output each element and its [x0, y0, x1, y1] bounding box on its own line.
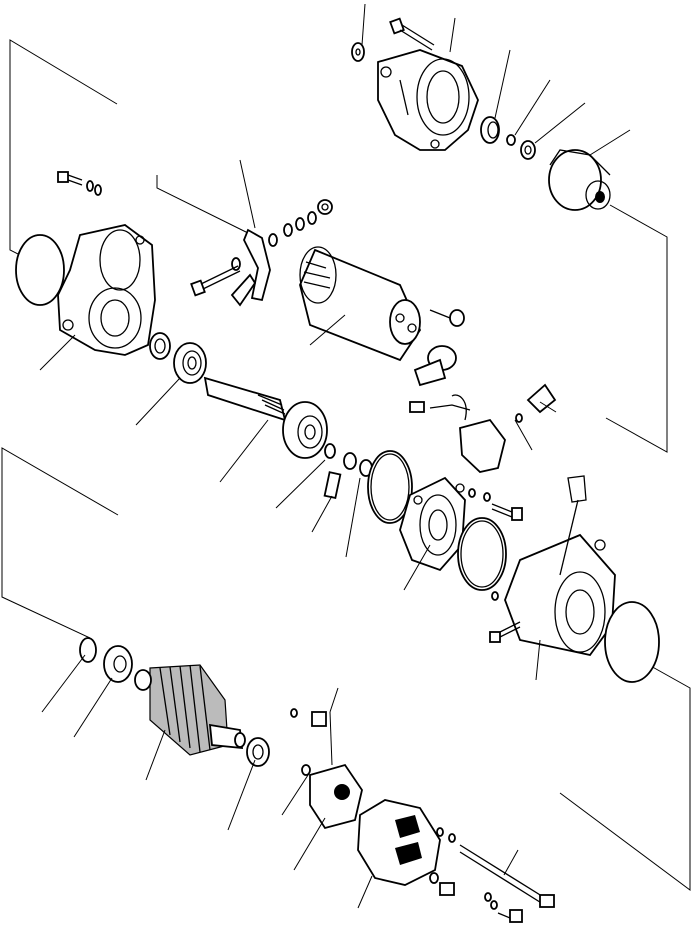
gasket [457, 517, 507, 591]
armature [134, 664, 246, 756]
center-plate [399, 476, 466, 572]
screw [57, 171, 102, 196]
screw [489, 591, 521, 643]
pivot-bolt [190, 265, 241, 297]
screw [468, 488, 523, 521]
bushing [480, 116, 500, 144]
leader-lines-bottom [41, 654, 519, 909]
washer [351, 42, 365, 62]
leader-lines-left [39, 334, 361, 558]
through-bolt [436, 827, 555, 908]
seal [506, 134, 516, 146]
gasket [367, 450, 413, 524]
solenoid [299, 246, 422, 362]
brush-lead [409, 394, 506, 473]
terminal-nut [514, 383, 557, 451]
leader-lines-center [403, 544, 541, 681]
shift-lever [230, 159, 271, 307]
end-cover [357, 799, 441, 886]
pinion-shaft [203, 376, 328, 459]
leader-lines-solenoid [309, 314, 346, 346]
o-ring [604, 601, 660, 683]
terminal-boot [413, 309, 465, 387]
bearing [103, 645, 133, 683]
field-frame [504, 475, 616, 657]
washer [268, 199, 333, 247]
bearing [173, 342, 207, 384]
seal-washer [149, 332, 171, 360]
bearing [246, 737, 270, 767]
retainer-ring [520, 140, 536, 160]
thrust-washer [324, 443, 373, 477]
leader-lines-top [361, 3, 631, 156]
o-ring [15, 234, 65, 306]
screw [429, 872, 523, 923]
pin [323, 471, 342, 500]
drive-end-housing [377, 49, 479, 151]
brush-holder [290, 708, 363, 830]
pinion-clutch-assembly [548, 149, 611, 211]
nose-housing [57, 224, 156, 356]
bolt [389, 17, 435, 51]
